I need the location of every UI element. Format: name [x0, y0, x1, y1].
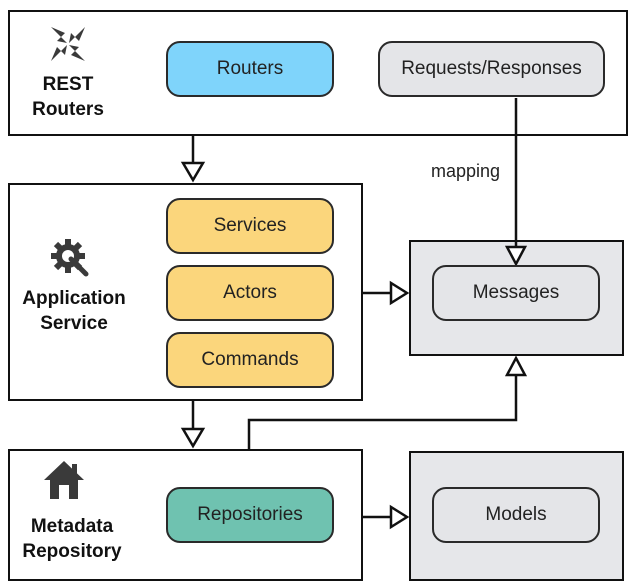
- metadata-repository-label: Metadata Repository: [14, 514, 130, 564]
- messages-node: Messages: [432, 265, 600, 321]
- models-node: Models: [432, 487, 600, 543]
- actors-node: Actors: [166, 265, 334, 321]
- mapping-edge-label: mapping: [431, 161, 501, 181]
- meta-label-line2: Repository: [22, 541, 122, 562]
- application-service-label: Application Service: [14, 286, 134, 336]
- meta-label-line1: Metadata: [30, 516, 114, 537]
- house-icon: [44, 461, 84, 499]
- rest-label-line2: Routers: [32, 99, 104, 120]
- repositories-node: Repositories: [166, 487, 334, 543]
- app-label-line2: Service: [40, 313, 108, 334]
- requests-responses-node: Requests/Responses: [378, 41, 605, 97]
- routers-node: Routers: [166, 41, 334, 97]
- rest-routers-label: REST Routers: [18, 72, 118, 122]
- commands-node: Commands: [166, 332, 334, 388]
- services-node: Services: [166, 198, 334, 254]
- rest-label-line1: REST: [42, 74, 94, 95]
- gear-wrench-icon: [51, 239, 89, 277]
- app-label-line1: Application: [22, 288, 126, 309]
- arrows-converge-icon: [51, 27, 85, 61]
